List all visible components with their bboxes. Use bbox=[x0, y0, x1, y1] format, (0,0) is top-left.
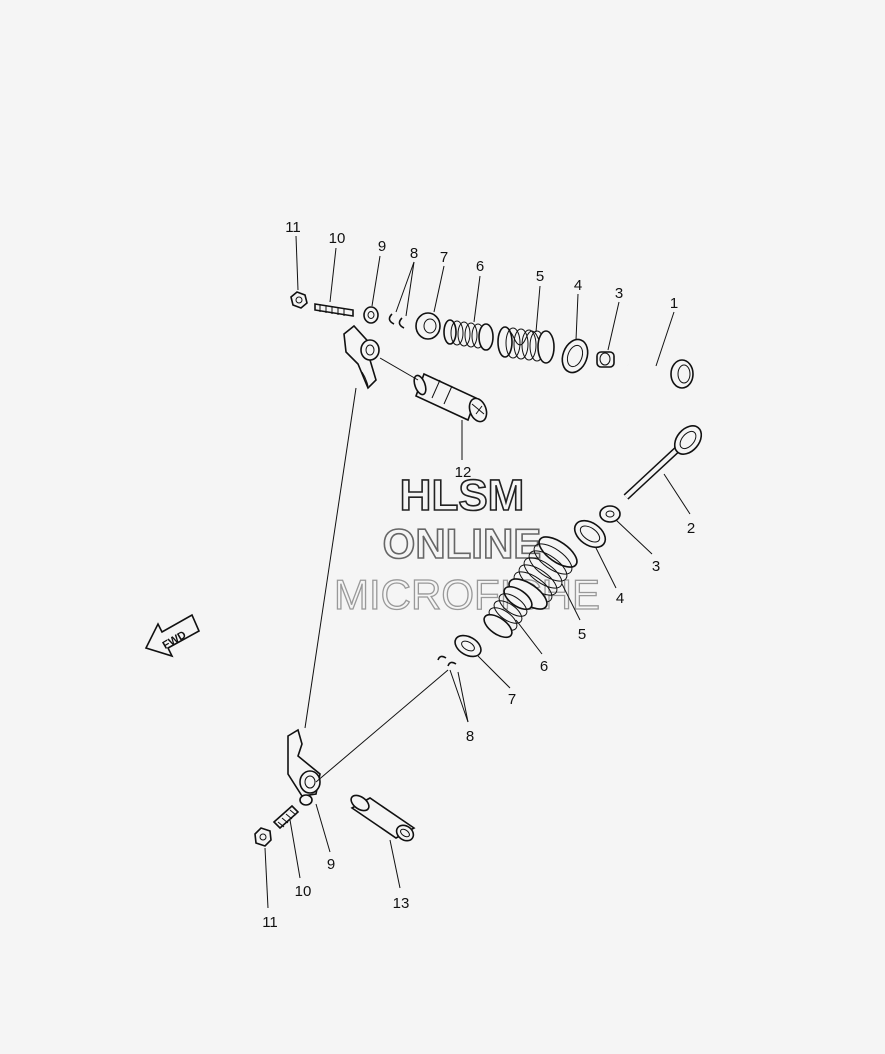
callout-3-lower: 3 bbox=[652, 558, 660, 575]
callout-10-lower: 10 bbox=[295, 883, 312, 900]
washer-9-lower bbox=[299, 794, 313, 806]
spring-seat-4 bbox=[561, 338, 589, 374]
outer-spring-5-lower bbox=[508, 536, 578, 610]
fwd-arrow-icon: FWD bbox=[144, 613, 201, 658]
callout-4-lower: 4 bbox=[616, 590, 624, 607]
callout-8-upper: 8 bbox=[410, 245, 418, 262]
adjusting-screw-10 bbox=[314, 303, 354, 317]
valve-stem-seal-3-lower bbox=[599, 505, 621, 523]
callout-3-upper: 3 bbox=[615, 285, 623, 302]
valve-part-1 bbox=[627, 359, 694, 389]
callout-5-upper: 5 bbox=[536, 268, 544, 285]
callout-8-lower: 8 bbox=[466, 728, 474, 745]
leader-lines bbox=[264, 235, 691, 909]
locknut-11-lower bbox=[254, 827, 272, 847]
washer-9 bbox=[363, 306, 379, 324]
rocker-arm-lower bbox=[287, 728, 321, 797]
rocker-arm-upper bbox=[343, 324, 380, 390]
rocker-shaft-12 bbox=[413, 372, 488, 423]
valve-part-2 bbox=[623, 425, 703, 500]
outer-spring-5 bbox=[497, 326, 555, 364]
callout-6-upper: 6 bbox=[476, 258, 484, 275]
watermark-line-3: MICROFICHE bbox=[334, 571, 600, 618]
callout-9-upper: 9 bbox=[378, 238, 386, 255]
callout-2: 2 bbox=[687, 520, 695, 537]
spring-seat-4-lower bbox=[573, 519, 607, 549]
valve-stem-seal-3 bbox=[596, 351, 615, 368]
watermark-line-2: ONLINE bbox=[383, 520, 542, 567]
callout-7-lower: 7 bbox=[508, 691, 516, 708]
locknut-11 bbox=[290, 291, 308, 309]
watermark-line-1: HLSM bbox=[400, 471, 525, 520]
inner-spring-6-lower bbox=[483, 585, 533, 639]
assembly-lines bbox=[304, 357, 449, 783]
callout-12: 12 bbox=[455, 464, 472, 481]
adjusting-screw-10-lower bbox=[272, 804, 300, 830]
callout-1: 1 bbox=[670, 295, 678, 312]
retainer-7 bbox=[415, 312, 441, 340]
callout-4-upper: 4 bbox=[574, 277, 582, 294]
callout-7-upper: 7 bbox=[440, 249, 448, 266]
callout-10-upper: 10 bbox=[329, 230, 346, 247]
callout-11-lower: 11 bbox=[262, 914, 278, 931]
cotters-8 bbox=[388, 313, 405, 329]
inner-spring-6 bbox=[443, 319, 494, 351]
upper-valve-assembly bbox=[290, 291, 694, 423]
callout-11-upper: 11 bbox=[285, 219, 301, 236]
callout-6-lower: 6 bbox=[540, 658, 548, 675]
rocker-shaft-13 bbox=[350, 794, 416, 842]
callout-13: 13 bbox=[393, 895, 410, 912]
callout-9-lower: 9 bbox=[327, 856, 335, 873]
cotters-8-lower bbox=[437, 655, 457, 667]
callout-labels: 1 3 4 5 6 7 8 9 10 11 12 2 3 4 5 6 7 8 9… bbox=[262, 219, 695, 931]
lower-valve-assembly bbox=[254, 425, 703, 847]
retainer-7-lower bbox=[454, 634, 482, 658]
watermark: HLSM ONLINE MICROFICHE bbox=[333, 470, 600, 618]
callout-5-lower: 5 bbox=[578, 626, 586, 643]
